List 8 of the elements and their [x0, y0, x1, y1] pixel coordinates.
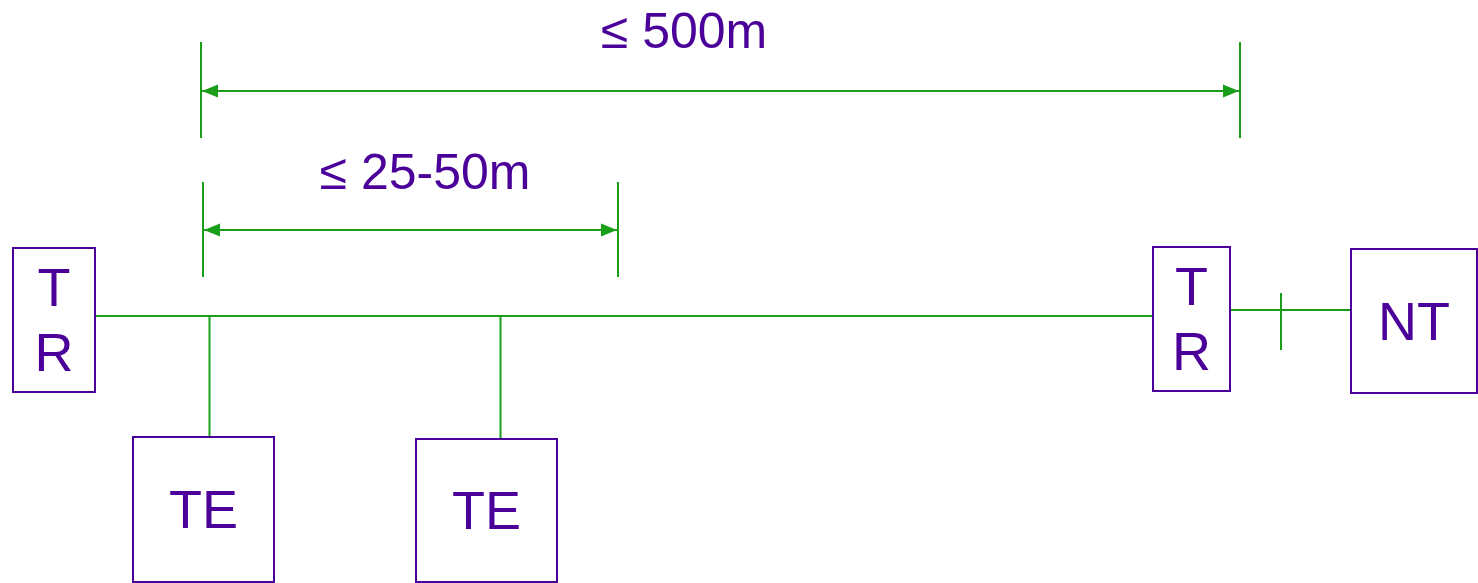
terminating-resistor-box: T R — [12, 247, 96, 393]
network-termination-box: NT — [1350, 248, 1478, 394]
bus-line — [1230, 309, 1351, 311]
terminating-resistor-box: T R — [1152, 246, 1231, 392]
terminal-box: TE — [132, 436, 275, 583]
dimension-label: ≤ 500m — [600, 2, 768, 60]
dimension-label: ≤ 25-50m — [319, 143, 531, 201]
terminal-box: TE — [415, 438, 558, 583]
